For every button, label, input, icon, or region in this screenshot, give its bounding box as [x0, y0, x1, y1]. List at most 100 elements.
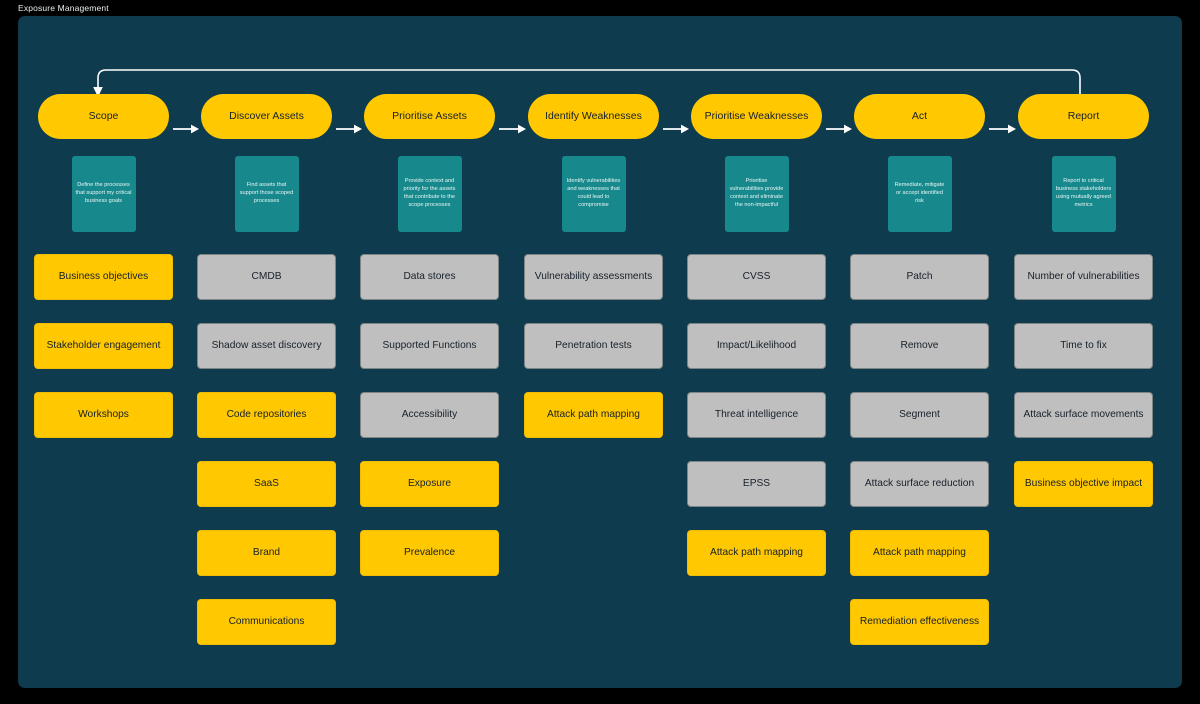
stage-pill-label: Scope	[88, 110, 119, 123]
stage-description-text: Prioritise vulnerabilities provide conte…	[729, 178, 784, 208]
card-prioritise-weaknesses-2[interactable]: Impact/Likelihood	[687, 323, 826, 369]
card-label: Accessibility	[401, 408, 458, 420]
card-label: SaaS	[254, 477, 279, 489]
card-act-6[interactable]: Remediation effectiveness	[850, 599, 989, 645]
card-label: Workshops	[78, 408, 129, 420]
stage-description-prioritise-weaknesses: Prioritise vulnerabilities provide conte…	[724, 156, 789, 232]
card-prioritise-assets-2[interactable]: Supported Functions	[360, 323, 499, 369]
card-label: Brand	[252, 546, 281, 558]
stage-description-text: Find assets that support those scoped pr…	[239, 182, 294, 204]
card-label: Attack surface movements	[1023, 408, 1144, 420]
card-label: Segment	[899, 408, 940, 420]
stage-description-text: Define the processes that support my cri…	[75, 182, 132, 204]
stage-description-scope: Define the processes that support my cri…	[71, 156, 136, 232]
card-label: Number of vulnerabilities	[1027, 270, 1140, 282]
card-label: Business objectives	[58, 270, 149, 282]
card-discover-assets-6[interactable]: Communications	[197, 599, 336, 645]
card-identify-weaknesses-2[interactable]: Penetration tests	[524, 323, 663, 369]
card-label: Shadow asset discovery	[211, 339, 322, 351]
stage-pill-label: Identify Weaknesses	[545, 110, 642, 123]
card-report-1[interactable]: Number of vulnerabilities	[1014, 254, 1153, 300]
stage-pill-report[interactable]: Report	[1018, 94, 1149, 139]
stage-pill-label: Discover Assets	[229, 110, 304, 123]
card-prioritise-assets-1[interactable]: Data stores	[360, 254, 499, 300]
card-scope-1[interactable]: Business objectives	[34, 254, 173, 300]
stage-pill-identify-weaknesses[interactable]: Identify Weaknesses	[528, 94, 659, 139]
stage-pill-label: Prioritise Weaknesses	[704, 110, 809, 123]
card-discover-assets-2[interactable]: Shadow asset discovery	[197, 323, 336, 369]
card-identify-weaknesses-1[interactable]: Vulnerability assessments	[524, 254, 663, 300]
card-label: Penetration tests	[555, 339, 632, 351]
card-label: Attack path mapping	[710, 546, 803, 558]
card-prioritise-assets-4[interactable]: Exposure	[360, 461, 499, 507]
stage-pill-label: Prioritise Assets	[392, 110, 467, 123]
stage-pill-prioritise-weaknesses[interactable]: Prioritise Weaknesses	[691, 94, 822, 139]
app-title: Exposure Management	[18, 3, 109, 13]
card-identify-weaknesses-3[interactable]: Attack path mapping	[524, 392, 663, 438]
card-scope-3[interactable]: Workshops	[34, 392, 173, 438]
flow-arrow-scope-to-discover-assets	[173, 124, 199, 134]
stage-pill-label: Act	[911, 110, 928, 123]
card-label: Code repositories	[226, 408, 307, 420]
stage-pill-act[interactable]: Act	[854, 94, 985, 139]
card-label: CVSS	[742, 270, 771, 282]
card-label: Vulnerability assessments	[534, 270, 653, 282]
card-prioritise-weaknesses-4[interactable]: EPSS	[687, 461, 826, 507]
flow-arrow-prioritise-weaknesses-to-act	[826, 124, 852, 134]
stage-pill-prioritise-assets[interactable]: Prioritise Assets	[364, 94, 495, 139]
card-report-3[interactable]: Attack surface movements	[1014, 392, 1153, 438]
card-label: Attack path mapping	[547, 408, 640, 420]
card-label: Remediation effectiveness	[859, 615, 980, 627]
card-label: Supported Functions	[382, 339, 477, 351]
stage-pill-discover-assets[interactable]: Discover Assets	[201, 94, 332, 139]
card-prioritise-weaknesses-3[interactable]: Threat intelligence	[687, 392, 826, 438]
card-prioritise-weaknesses-1[interactable]: CVSS	[687, 254, 826, 300]
card-report-4[interactable]: Business objective impact	[1014, 461, 1153, 507]
card-discover-assets-1[interactable]: CMDB	[197, 254, 336, 300]
card-label: Threat intelligence	[714, 408, 799, 420]
card-act-1[interactable]: Patch	[850, 254, 989, 300]
card-label: Patch	[906, 270, 933, 282]
flow-arrow-discover-assets-to-prioritise-assets	[336, 124, 362, 134]
stage-description-text: Provide context and priority for the ass…	[403, 178, 456, 208]
card-label: CMDB	[251, 270, 282, 282]
card-label: Business objective impact	[1024, 477, 1143, 489]
stage-description-text: Report to critical business stakeholders…	[1055, 178, 1112, 208]
card-report-2[interactable]: Time to fix	[1014, 323, 1153, 369]
flow-arrow-identify-weaknesses-to-prioritise-weaknesses	[663, 124, 689, 134]
card-prioritise-assets-5[interactable]: Prevalence	[360, 530, 499, 576]
card-label: EPSS	[742, 477, 771, 489]
stage-pill-label: Report	[1067, 110, 1100, 123]
card-label: Time to fix	[1060, 339, 1107, 351]
flow-arrow-act-to-report	[989, 124, 1016, 134]
card-act-2[interactable]: Remove	[850, 323, 989, 369]
stage-description-discover-assets: Find assets that support those scoped pr…	[234, 156, 299, 232]
card-prioritise-weaknesses-5[interactable]: Attack path mapping	[687, 530, 826, 576]
stage-description-text: Identify vulnerabilities and weaknesses …	[566, 178, 621, 208]
stage-description-report: Report to critical business stakeholders…	[1051, 156, 1116, 232]
card-label: Attack path mapping	[873, 546, 966, 558]
card-discover-assets-4[interactable]: SaaS	[197, 461, 336, 507]
card-prioritise-assets-3[interactable]: Accessibility	[360, 392, 499, 438]
card-act-3[interactable]: Segment	[850, 392, 989, 438]
stage-description-identify-weaknesses: Identify vulnerabilities and weaknesses …	[561, 156, 626, 232]
stage-pill-scope[interactable]: Scope	[38, 94, 169, 139]
card-label: Communications	[228, 615, 305, 627]
card-label: Stakeholder engagement	[46, 339, 161, 351]
stage-description-text: Remediate, mitigate or accept identified…	[894, 182, 945, 204]
card-scope-2[interactable]: Stakeholder engagement	[34, 323, 173, 369]
flow-arrow-prioritise-assets-to-identify-weaknesses	[499, 124, 526, 134]
card-label: Remove	[900, 339, 939, 351]
card-discover-assets-3[interactable]: Code repositories	[197, 392, 336, 438]
card-act-5[interactable]: Attack path mapping	[850, 530, 989, 576]
card-label: Prevalence	[404, 546, 455, 558]
card-act-4[interactable]: Attack surface reduction	[850, 461, 989, 507]
stage-description-act: Remediate, mitigate or accept identified…	[887, 156, 952, 232]
card-label: Exposure	[407, 477, 452, 489]
card-label: Data stores	[403, 270, 456, 282]
stage-description-prioritise-assets: Provide context and priority for the ass…	[397, 156, 462, 232]
card-discover-assets-5[interactable]: Brand	[197, 530, 336, 576]
card-label: Impact/Likelihood	[716, 339, 797, 351]
card-label: Attack surface reduction	[864, 477, 975, 489]
